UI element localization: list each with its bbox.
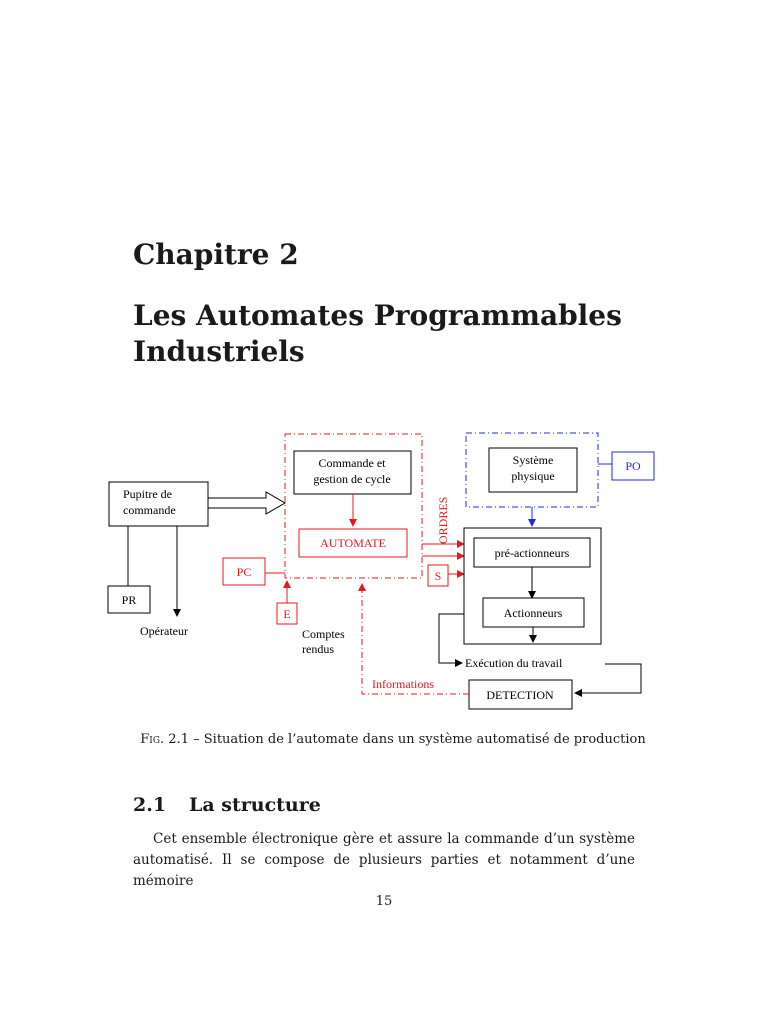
comptes-label-1: Comptes bbox=[302, 627, 345, 641]
commande-label-1: Commande et bbox=[319, 456, 387, 470]
pre-actionneurs-box bbox=[473, 537, 591, 568]
chapter-title: Les Automates Programmables Industriels bbox=[133, 298, 653, 370]
automate-box bbox=[298, 528, 408, 558]
systeme-label-1: Système bbox=[513, 453, 554, 467]
section-heading: 2.1 La structure bbox=[133, 794, 321, 816]
systeme-box bbox=[488, 447, 578, 493]
pr-box bbox=[107, 585, 151, 614]
detection-box bbox=[468, 679, 573, 710]
informations-label: Informations bbox=[372, 677, 434, 691]
chapter-title-line-1: Les Automates Programmables bbox=[133, 299, 622, 332]
pc-box bbox=[222, 557, 266, 586]
figure-caption-label: Fig. 2.1 bbox=[140, 732, 189, 747]
e-label: E bbox=[283, 607, 290, 621]
po-box bbox=[611, 451, 655, 481]
figure-caption-text: – Situation de l’automate dans un systèm… bbox=[189, 732, 646, 747]
automate-label: AUTOMATE bbox=[320, 536, 386, 550]
po-region bbox=[465, 432, 599, 508]
ordres-label: ORDRES bbox=[436, 497, 450, 544]
line-informations bbox=[358, 583, 469, 695]
section-title: La structure bbox=[189, 794, 321, 816]
page-number: 15 bbox=[375, 894, 393, 909]
arrow-pupitre-pc bbox=[207, 491, 286, 515]
chapter-title-line-2: Industriels bbox=[133, 335, 305, 368]
s-box bbox=[427, 564, 449, 587]
pc-label: PC bbox=[237, 565, 252, 579]
pupitre-box bbox=[108, 481, 209, 527]
line-execution-right bbox=[574, 663, 642, 697]
systeme-label-2: physique bbox=[511, 469, 554, 483]
pc-region bbox=[284, 433, 423, 579]
actionneurs-box bbox=[482, 597, 585, 628]
commande-box bbox=[293, 450, 412, 495]
actionneurs-label: Actionneurs bbox=[504, 606, 563, 620]
commande-label-2: gestion de cycle bbox=[313, 472, 390, 486]
pre-actionneurs-label: pré-actionneurs bbox=[495, 546, 570, 560]
s-label: S bbox=[435, 569, 442, 583]
actionneur-block bbox=[463, 527, 602, 645]
line-execution-left bbox=[438, 613, 464, 667]
po-label: PO bbox=[625, 459, 641, 473]
section-number: 2.1 bbox=[133, 794, 167, 816]
chapter-number: Chapitre 2 bbox=[133, 238, 299, 271]
operateur-label: Opérateur bbox=[140, 624, 188, 638]
pr-label: PR bbox=[122, 593, 137, 607]
detection-label: DETECTION bbox=[486, 688, 554, 702]
figure-caption: Fig. 2.1 – Situation de l’automate dans … bbox=[133, 732, 653, 747]
pupitre-label-1: Pupitre de bbox=[123, 487, 172, 501]
comptes-label-2: rendus bbox=[302, 642, 334, 656]
automation-diagram: Commande et gestion de cycle AUTOMATE OR… bbox=[100, 426, 670, 716]
pupitre-label-2: commande bbox=[123, 503, 176, 517]
execution-label: Exécution du travail bbox=[465, 656, 563, 670]
body-paragraph: Cet ensemble électronique gère et assure… bbox=[133, 831, 635, 889]
